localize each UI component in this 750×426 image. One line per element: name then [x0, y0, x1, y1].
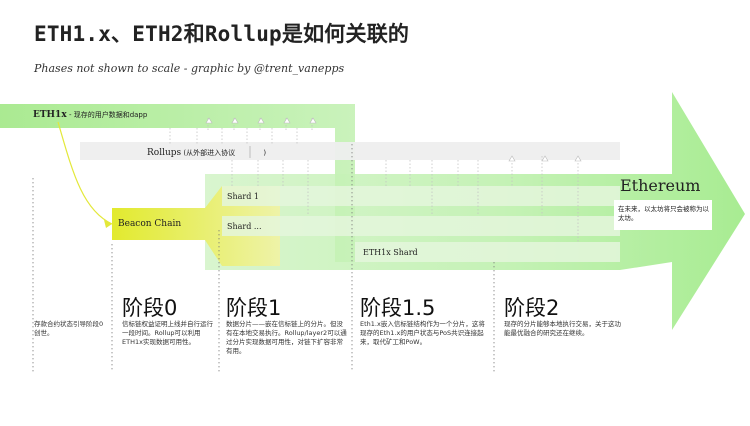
ethereum-label: Ethereum [620, 176, 701, 195]
phase-1-desc: 数据分片——嵌在信标链上的分片。但没有在本地交易执行。Rollup/layer2… [226, 320, 347, 355]
up-arrow-heads [205, 117, 582, 162]
eth1x-shard-track [355, 242, 620, 262]
page-subtitle: Phases not shown to scale - graphic by @… [34, 62, 345, 75]
beacon-chain-label: Beacon Chain [118, 219, 182, 229]
phase-1-5-title: 阶段1.5 [360, 296, 436, 320]
phase-1-5-desc: Eth1.x嵌入信标链结构作为一个分片，这将现存的Eth1.x的用户状态与PoS… [360, 320, 485, 346]
deposit-contract-note: 存款合约状态引导阶段0创世。 [34, 320, 104, 337]
eth1x-track [0, 104, 355, 262]
beacon-connector [57, 121, 113, 225]
rollups-track [80, 142, 620, 160]
ethereum-note: 在未来，以太坊将只会被称为以太坊。 [618, 205, 709, 222]
page-title: ETH1.x、ETH2和Rollup是如何关联的 [34, 22, 410, 46]
eth1x-shard-label: ETH1x Shard [363, 248, 418, 257]
shard-1-track [222, 186, 620, 206]
phase-2-desc: 现存的分片能够本地执行交易，关于这功能最优融合的研究还在继续。 [504, 320, 621, 337]
shard-n-track [222, 216, 620, 236]
phase-2-title: 阶段2 [504, 296, 560, 320]
shard-n-label: Shard ... [227, 222, 262, 231]
rollups-name: Rollups [147, 148, 182, 158]
phase-dividers [32, 144, 495, 372]
phase-1-title: 阶段1 [226, 296, 282, 320]
eth1x-label: ETH1x - 现存的用户数据和dapp [33, 110, 147, 120]
rollups-close: ) [263, 149, 267, 157]
shard-1-label: Shard 1 [227, 192, 259, 201]
eth1x-desc: - 现存的用户数据和dapp [68, 111, 148, 119]
ethereum-main-arrow [205, 92, 745, 330]
beacon-connector-arrow-head [104, 220, 112, 228]
data-availability-links [169, 118, 579, 242]
ethereum-note-box [614, 200, 712, 230]
rollups-label: Rollups (从外部进入协议 ) [147, 148, 266, 158]
phase-0-desc: 信标链权益证明上线并自行运行一段时间。Rollup可以利用ETH1x实现数据可用… [122, 320, 213, 346]
eth1x-name: ETH1x [33, 110, 67, 120]
phase-0-title: 阶段0 [122, 296, 178, 320]
rollups-desc: (从外部进入协议 [183, 149, 236, 157]
